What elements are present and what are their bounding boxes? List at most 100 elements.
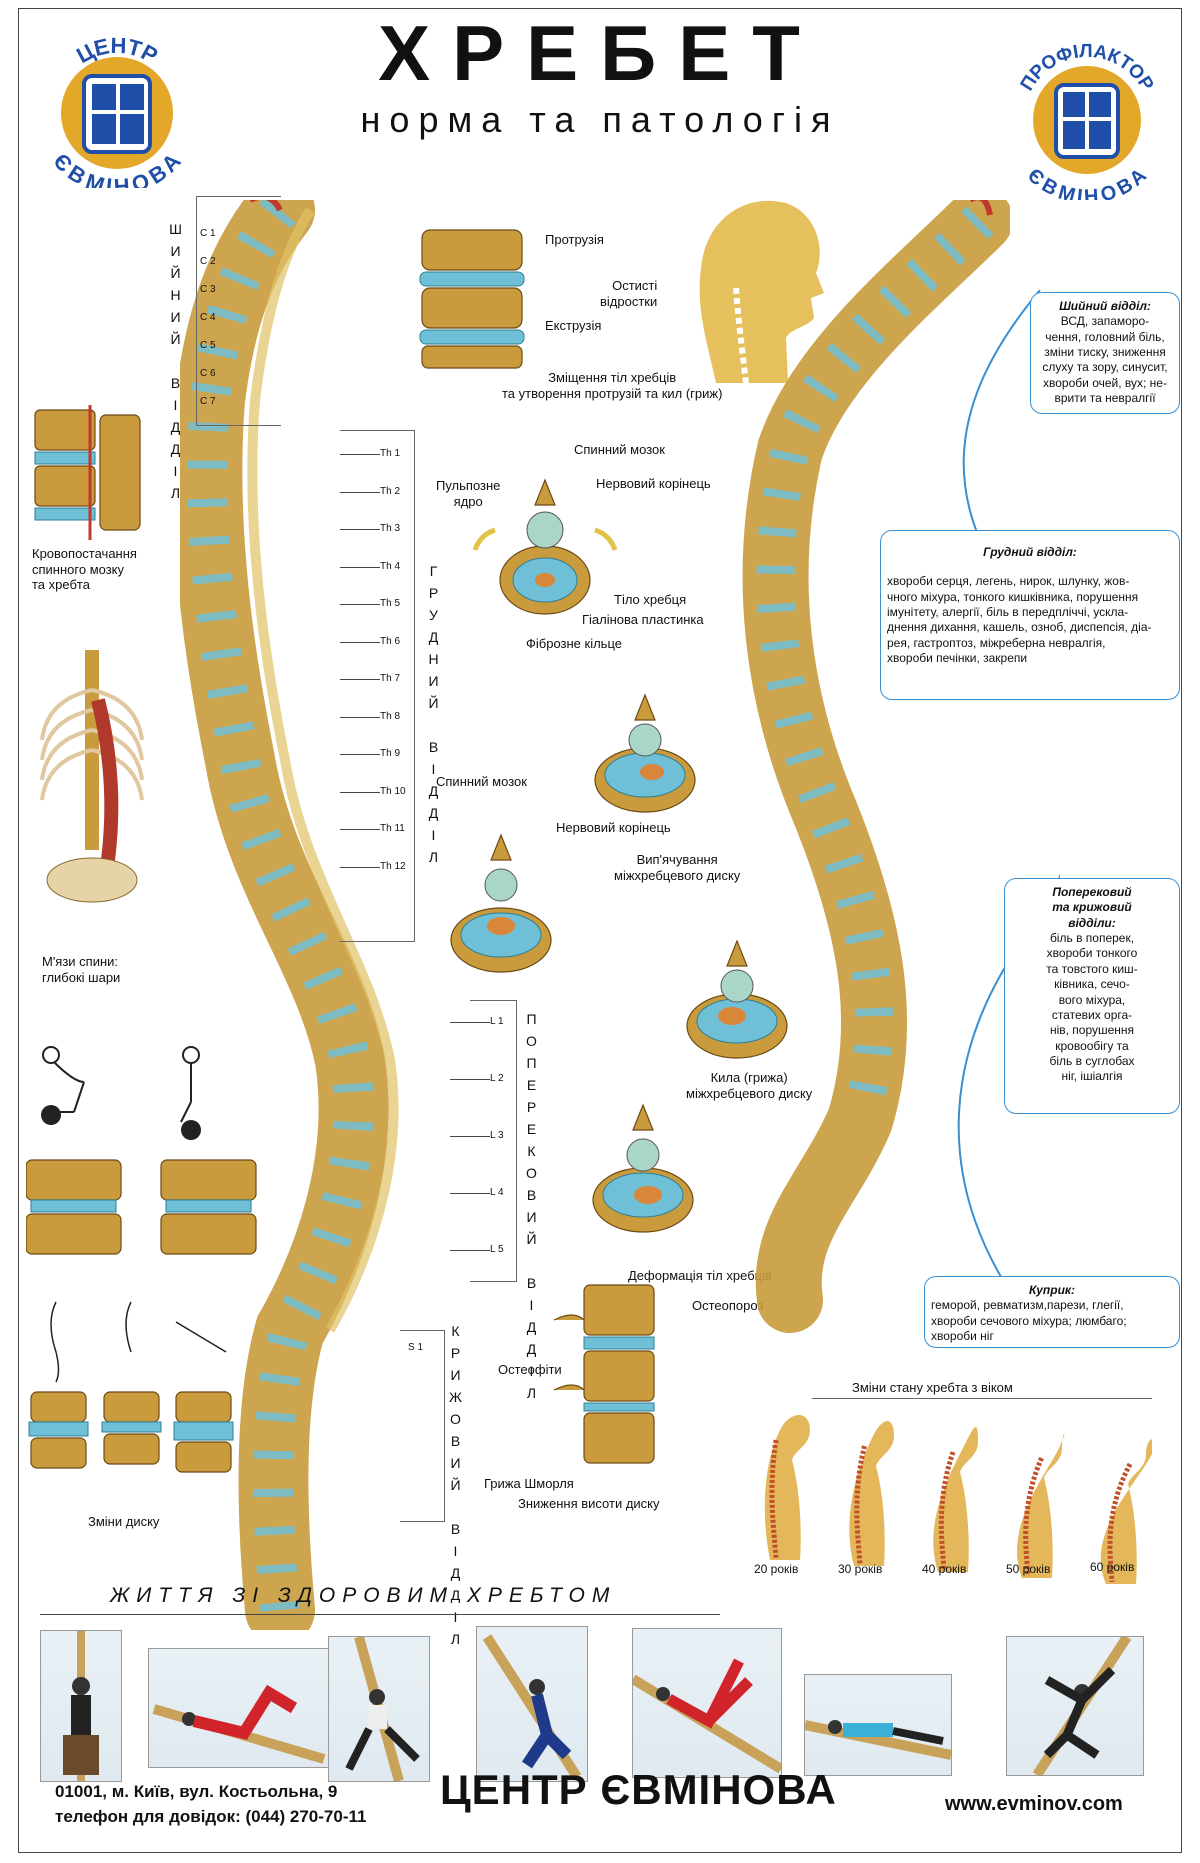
region-letter: И bbox=[170, 243, 182, 259]
label-extrusion: Екструзія bbox=[545, 318, 602, 333]
region-letter: Д bbox=[170, 441, 182, 457]
label-displacement: Зміщення тіл хребців та утворення протру… bbox=[502, 370, 723, 401]
age-label: 20 років bbox=[754, 1562, 799, 1576]
exercise-photo-4 bbox=[476, 1626, 588, 1782]
label-nerve-root-2: Нервовий корінець bbox=[556, 820, 671, 835]
vertebra-label: Th 8 bbox=[380, 710, 401, 722]
vertebra-label: L 1 bbox=[490, 1016, 504, 1027]
blood-supply-illustration bbox=[30, 405, 145, 540]
region-letter: Д bbox=[450, 1565, 462, 1581]
right-curve-line bbox=[957, 290, 1060, 1321]
region-letter: І bbox=[453, 1543, 459, 1559]
region-letter: Н bbox=[428, 651, 440, 667]
age-silhouette bbox=[1076, 1424, 1156, 1584]
region-letter: В bbox=[170, 375, 182, 391]
exercise-photo-7 bbox=[1006, 1636, 1144, 1776]
label-disc-changes: Зміни диску bbox=[88, 1514, 160, 1529]
region-letter: І bbox=[173, 397, 179, 413]
label-height-loss: Зниження висоти диску bbox=[518, 1496, 660, 1511]
region-letter bbox=[168, 350, 184, 372]
vertebra-label: L 3 bbox=[490, 1130, 504, 1141]
logo-left: ЦЕНТР ЄВМІНОВА bbox=[42, 18, 192, 199]
label-pulpous: Пульпозне ядро bbox=[436, 478, 501, 509]
vertebra-leader-line bbox=[340, 491, 380, 493]
vertebra-leader-line bbox=[340, 866, 380, 868]
vertebra-label: Th 3 bbox=[380, 523, 401, 534]
label-back-muscles: М'язи спини: глибокі шари bbox=[42, 954, 121, 985]
footer-phone: телефон для довідок: (044) 270-70-11 bbox=[55, 1806, 367, 1826]
region-letter: Н bbox=[170, 287, 182, 303]
exercise-photo-6 bbox=[804, 1674, 952, 1776]
vertebra-leader-line bbox=[340, 829, 380, 830]
label-blood-supply: Кровопостачання спинного мозку та хребта bbox=[32, 546, 137, 593]
info-box-thoracic-text: хвороби серця, легень, нирок, шлунку, жо… bbox=[887, 574, 1152, 666]
vertebra-label: Th 9 bbox=[380, 748, 401, 759]
region-letter: О bbox=[450, 1411, 462, 1427]
region-letter: Е bbox=[526, 1121, 538, 1137]
region-letter: О bbox=[526, 1165, 538, 1181]
disc-changes-illustration bbox=[26, 1292, 236, 1482]
label-spinous: Остисті відростки bbox=[600, 278, 658, 309]
region-letter: Й bbox=[170, 265, 182, 281]
age-label: 30 років bbox=[838, 1562, 883, 1576]
info-box-coccyx-text: геморой, ревматизм,парези, глегії, хворо… bbox=[931, 1298, 1127, 1344]
age-label: 50 років bbox=[1006, 1562, 1051, 1576]
vertebra-leader-line bbox=[450, 1250, 490, 1251]
region-letter: Л bbox=[428, 849, 440, 865]
cervical-bracket bbox=[196, 196, 281, 426]
exercise-photo-5 bbox=[632, 1628, 782, 1778]
vertebra-label: Th 2 bbox=[380, 485, 401, 497]
vertebra-leader-line bbox=[340, 641, 380, 643]
vertebra-label: Th 5 bbox=[380, 598, 401, 609]
poster-frame bbox=[18, 8, 1182, 1853]
region-letter bbox=[448, 1496, 464, 1518]
region-letter: И bbox=[170, 309, 182, 325]
info-box-cervical-text: ВСД, запаморо- чення, головний біль, змі… bbox=[1042, 314, 1168, 406]
footer-website-link[interactable]: www.evminov.com bbox=[945, 1793, 1123, 1815]
info-box-lumbar: Поперековий та крижовий відділи: біль в … bbox=[1004, 878, 1180, 1114]
vertebra-label: Th 12 bbox=[380, 860, 406, 872]
vertebra-label: L 5 bbox=[490, 1244, 504, 1255]
osteoporosis-illustration bbox=[553, 1280, 674, 1480]
region-letter: І bbox=[431, 827, 437, 843]
region-letter: Д bbox=[428, 783, 440, 799]
label-protrusion: Протрузія bbox=[545, 232, 604, 247]
vertebra-label: Th 11 bbox=[380, 823, 405, 834]
age-line bbox=[812, 1398, 1152, 1399]
region-letter: В bbox=[526, 1275, 538, 1291]
cross-section-bulging-bottom bbox=[426, 830, 576, 980]
vertebra-label: Th 10 bbox=[380, 785, 406, 797]
footer-brand: ЦЕНТР ЄВМІНОВА bbox=[440, 1766, 837, 1813]
region-letter: И bbox=[450, 1455, 462, 1471]
region-letter: Д bbox=[428, 629, 440, 645]
region-letter bbox=[524, 1250, 540, 1272]
vertebra-label: Th 1 bbox=[380, 448, 401, 459]
label-age-changes: Зміни стану хребта з віком bbox=[852, 1380, 1013, 1395]
vertebra-label: L 4 bbox=[490, 1187, 504, 1198]
region-letter: І bbox=[529, 1297, 535, 1313]
label-spinal-cord-2: Спинний мозок bbox=[436, 774, 527, 789]
label-osteophytes: Остеофіти bbox=[498, 1362, 562, 1377]
region-letter: І bbox=[173, 463, 179, 479]
vertebra-leader-line bbox=[340, 604, 380, 605]
label-bulging: Вип'ячування міжхребцевого диску bbox=[614, 852, 741, 883]
footer-address: 01001, м. Київ, вул. Костьольна, 9 bbox=[55, 1782, 338, 1801]
region-letter: Ш bbox=[169, 221, 183, 237]
vertebra-label: Th 7 bbox=[380, 673, 401, 684]
region-letter: Р bbox=[450, 1345, 462, 1361]
vertebra-leader-line bbox=[450, 1136, 490, 1137]
age-label: 40 років bbox=[922, 1562, 967, 1576]
vertebra-label: С 4 bbox=[200, 312, 216, 323]
region-letter: Д bbox=[450, 1587, 462, 1603]
region-letter: Д bbox=[170, 419, 182, 435]
region-letter: И bbox=[450, 1367, 462, 1383]
vertebra-label: С 1 bbox=[200, 228, 216, 239]
region-letter bbox=[426, 714, 442, 736]
logo-right: ПРОФІЛАКТОР ЄВМІНОВА bbox=[1012, 30, 1162, 208]
region-letter: К bbox=[451, 1323, 461, 1339]
region-letter: В bbox=[450, 1433, 462, 1449]
footer-contact: 01001, м. Київ, вул. Костьольна, 9 телеф… bbox=[55, 1780, 366, 1829]
